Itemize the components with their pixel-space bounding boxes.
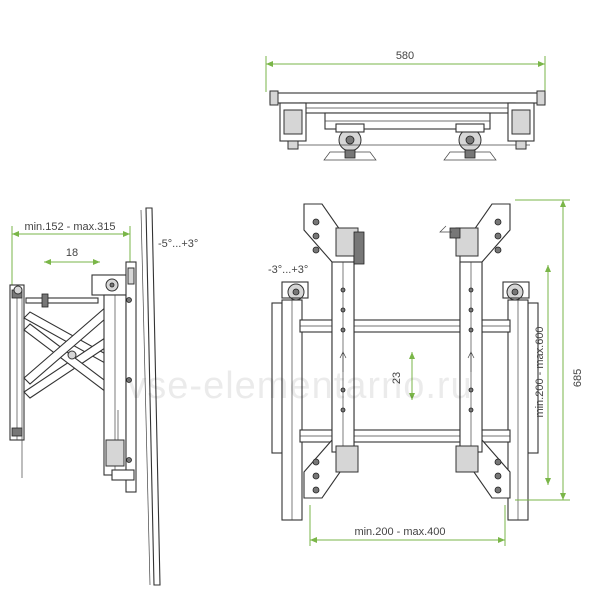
top-rail	[269, 92, 546, 104]
label-vesa-vertical: min.200 - max.600	[534, 326, 546, 417]
right-vertical-arm	[439, 203, 511, 499]
depth-bolt	[25, 297, 99, 304]
label-top-width: 580	[396, 50, 414, 62]
front-view: -3°...+3°	[268, 199, 584, 546]
side-bracket	[91, 261, 137, 493]
left-pivot-assembly	[323, 123, 377, 161]
label-slide: 18	[66, 247, 78, 259]
top-view: 580	[265, 50, 546, 161]
label-swivel: -3°...+3°	[268, 264, 308, 276]
scissor-arms	[23, 299, 121, 399]
label-tilt: -5°...+3°	[158, 238, 198, 250]
label-depth-range: min.152 - max.315	[24, 221, 115, 233]
left-vertical-arm	[303, 203, 365, 499]
right-pivot-assembly	[443, 123, 497, 161]
watermark: vse-elementarno.ru	[127, 365, 472, 407]
side-view: min.152 - max.315 18 -5°...+3°	[9, 207, 198, 586]
label-vertical-adjust: 23	[391, 372, 403, 384]
label-height: 685	[572, 369, 584, 387]
screen-plate	[145, 207, 161, 586]
label-vesa-horizontal: min.200 - max.400	[354, 526, 445, 538]
